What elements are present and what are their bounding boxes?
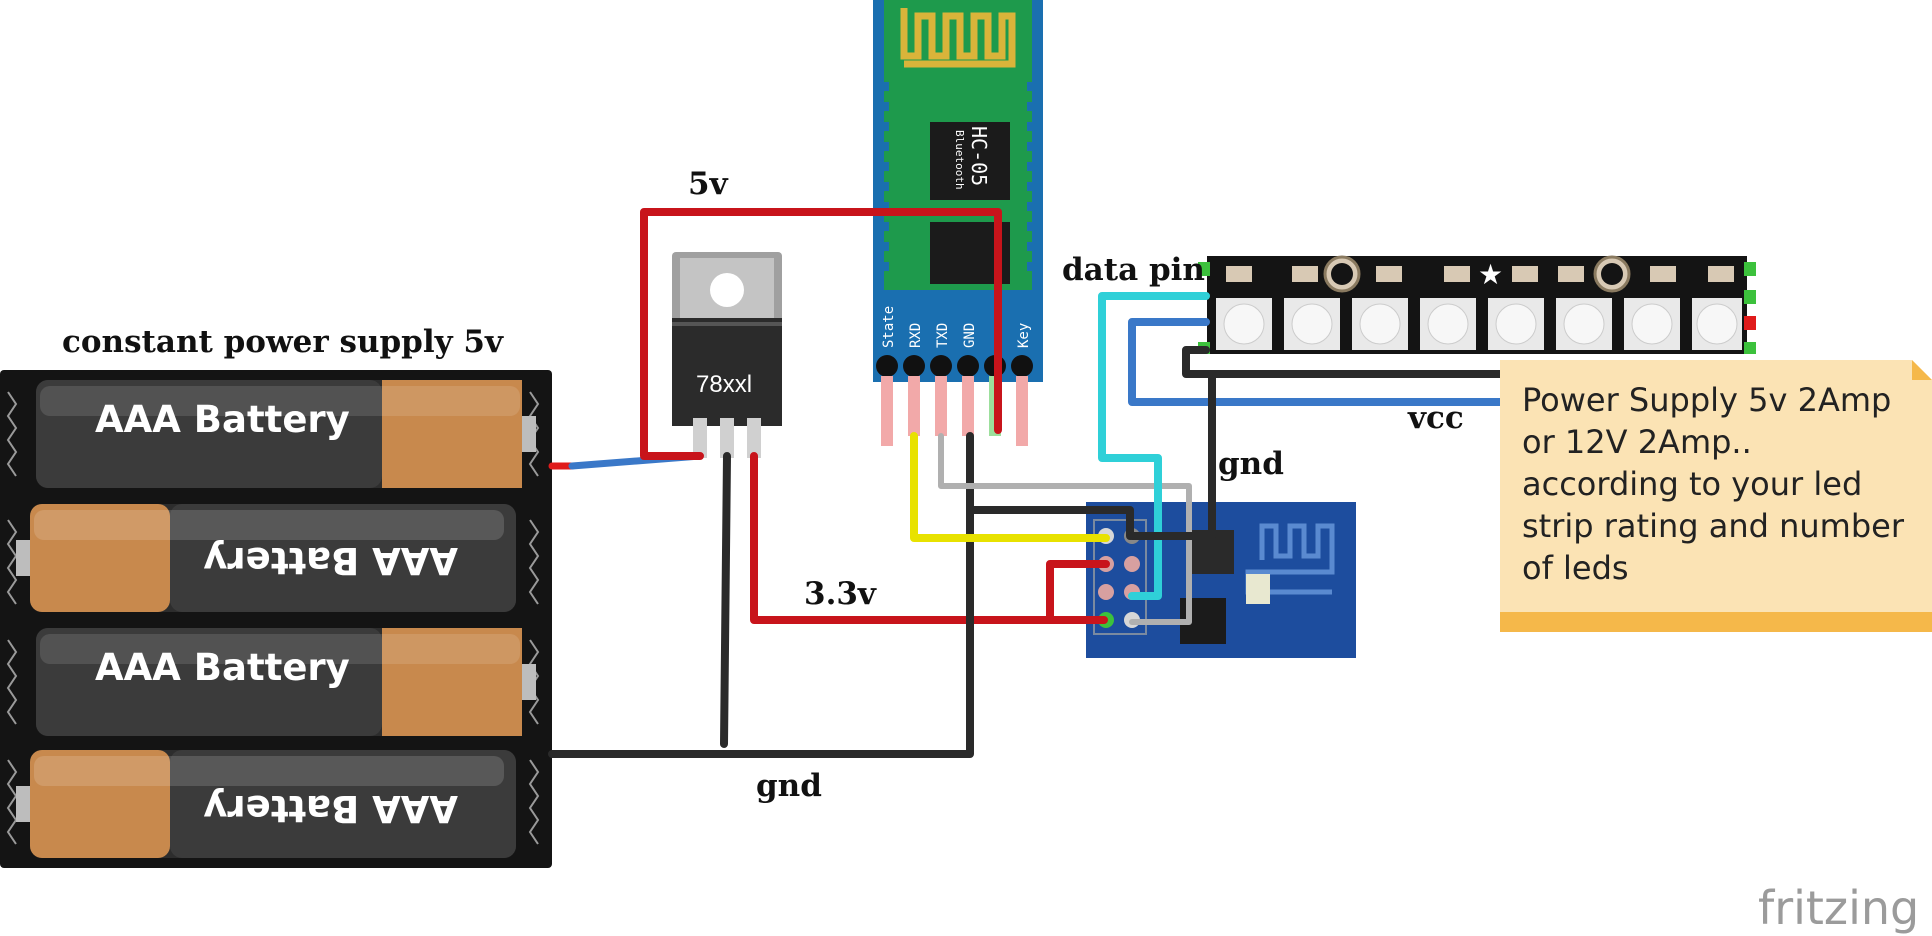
star-icon: ★ [1478,258,1503,291]
wire-gray [938,433,1192,625]
antenna-icon [900,8,1016,68]
label-3v3: 3.3v [804,576,877,612]
wire-3v3-esp [1046,560,1110,624]
hc05-pin-key: Key [1016,323,1032,348]
note-card: Power Supply 5v 2Amp or 12V 2Amp.. accor… [1500,360,1932,632]
wire-gnd-strip [1182,346,1510,378]
wire-data [1098,292,1210,600]
wire-gnd-regulator [720,452,731,748]
wire-5v [640,208,1002,460]
battery-cell-2-label: AAA Battery [203,539,458,582]
fritzing-logo: fritzing [1758,881,1919,935]
note-line-2: or 12V 2Amp.. [1522,423,1752,461]
led-strip: ★ [1198,255,1756,354]
label-vcc: vcc [1407,400,1464,436]
battery-cell-3-label: AAA Battery [95,646,350,689]
wire-gnd-strip-esp [1128,370,1216,540]
label-gnd-right: gnd [1218,446,1284,482]
esp-antenna-icon [1245,523,1335,595]
hc05-module: HC-05 Bluetooth State RXD TXD GND Key [873,0,1043,446]
hc05-pin-rxd: RXD [908,323,924,348]
battery-cell-2: AAA Battery [16,504,516,612]
voltage-regulator: 78xxl [672,252,782,458]
wire-3v3 [750,452,1108,624]
note-line-4: strip rating and number [1522,507,1905,545]
hc05-pin-txd: TXD [935,323,951,348]
hc05-subtitle-text: Bluetooth [953,130,966,190]
battery-cell-1: AAA Battery [36,380,536,488]
label-gnd-bottom: gnd [756,768,822,804]
wires [548,208,1510,758]
wire-yellow [910,432,1110,542]
hc05-pin-state: State [881,306,897,348]
wire-gnd [548,432,974,758]
hc05-model-text: HC-05 [967,126,991,186]
note-line-1: Power Supply 5v 2Amp [1522,381,1891,419]
label-data-pin: data pin [1062,252,1205,288]
battery-cell-1-label: AAA Battery [95,398,350,441]
battery-pack: AAA Battery AAA Battery AAA Battery [0,370,552,868]
note-line-3: according to your led [1522,465,1862,503]
hc05-pin-gnd: GND [962,323,978,348]
label-5v: 5v [688,166,729,202]
wire-vcc [1128,318,1506,406]
battery-cell-4-label: AAA Battery [203,787,458,830]
note-line-5: of leds [1522,549,1629,587]
led-row [1216,298,1742,350]
regulator-label: 78xxl [696,371,752,398]
battery-cell-3: AAA Battery [36,628,536,736]
esp01-module [1086,502,1356,658]
wire-gnd-esp [966,506,1134,540]
battery-cell-4: AAA Battery [16,750,516,858]
label-supply: constant power supply 5v [62,324,504,360]
